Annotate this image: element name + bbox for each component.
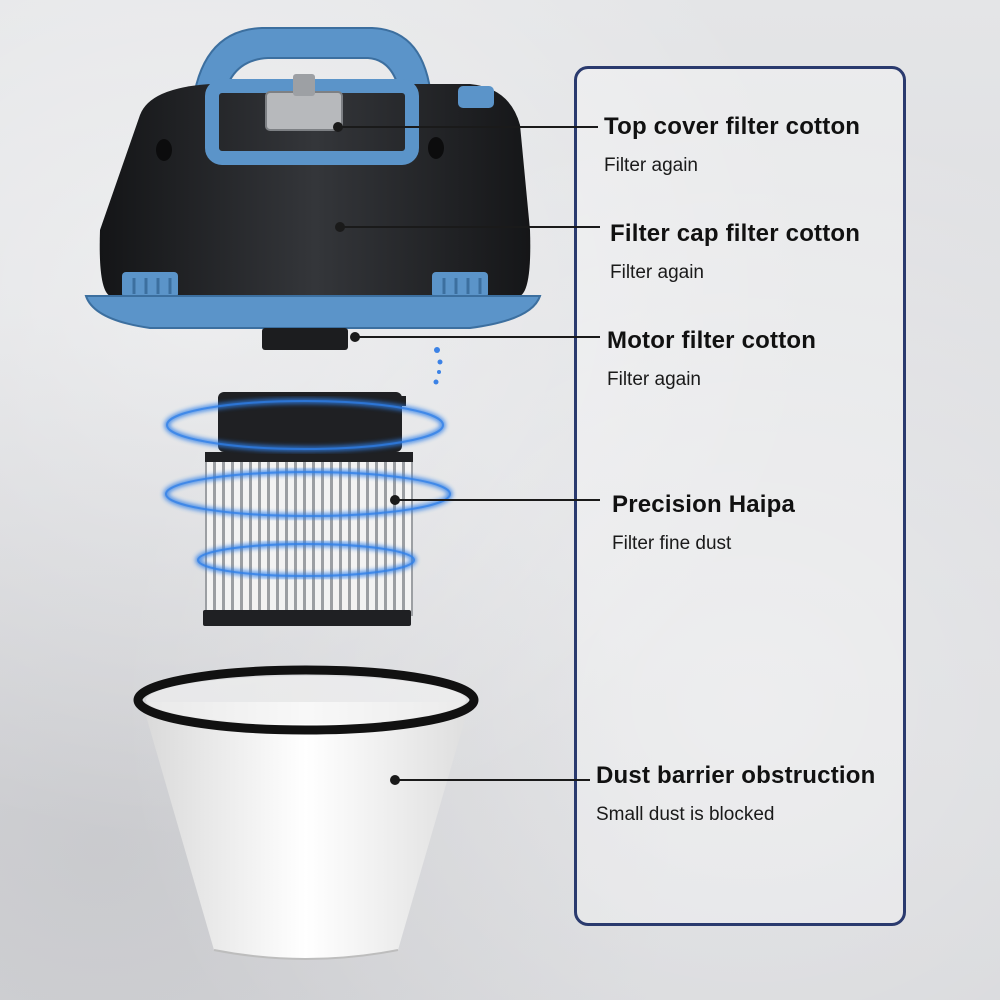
callout-title: Top cover filter cotton <box>604 113 861 140</box>
leader-lines <box>333 122 600 785</box>
motor-head-unit <box>84 27 542 350</box>
bag-body <box>142 702 470 959</box>
blue-button <box>458 86 494 108</box>
callout-subtitle: Filter again <box>607 369 701 390</box>
pleated-core <box>205 452 413 616</box>
callout-subtitle: Filter again <box>604 155 698 176</box>
bag-rim <box>133 665 479 735</box>
callout-subtitle: Small dust is blocked <box>596 804 775 825</box>
callout-filter-cap: Filter cap filter cotton Filter again <box>610 220 860 284</box>
callout-title: Dust barrier obstruction <box>596 762 876 789</box>
callout-title: Motor filter cotton <box>607 327 817 354</box>
airflow-particles <box>433 347 443 385</box>
callout-top-cover: Top cover filter cotton Filter again <box>604 113 860 177</box>
callout-subtitle: Filter fine dust <box>612 533 732 554</box>
hepa-bottom-rim <box>203 610 411 626</box>
glow-rings <box>163 398 453 579</box>
hepa-cap <box>218 392 402 452</box>
center-knob <box>265 91 343 131</box>
motor-outlet <box>262 328 348 350</box>
callout-title: Precision Haipa <box>612 491 796 518</box>
callout-precision-hepa: Precision Haipa Filter fine dust <box>612 491 795 555</box>
callout-dust-barrier: Dust barrier obstruction Small dust is b… <box>596 762 876 826</box>
vent-left <box>122 272 178 298</box>
callout-motor-filter: Motor filter cotton Filter again <box>607 327 816 391</box>
blue-base-ring <box>84 295 542 329</box>
callout-panel <box>574 66 906 926</box>
vent-right <box>432 272 488 298</box>
callout-title: Filter cap filter cotton <box>610 220 861 247</box>
hepa-filter <box>163 392 453 626</box>
dust-barrier-bag <box>133 665 479 960</box>
callout-subtitle: Filter again <box>610 262 704 283</box>
